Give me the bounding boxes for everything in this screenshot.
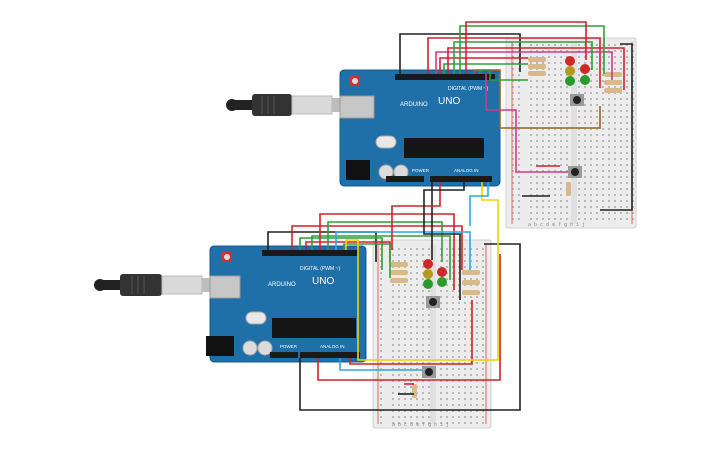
arduino-top-digital-label: DIGITAL (PWM ~) <box>448 86 488 92</box>
arduino-top-brand: ARDUINO <box>400 102 428 108</box>
wires-interconnect <box>345 182 499 361</box>
arduino-top-power-label: POWER <box>412 168 430 173</box>
usb-cable-bottom <box>94 274 216 296</box>
breadboard-top-column-labels: a b c d e f g h i j <box>528 222 585 228</box>
arduino-top-model: UNO <box>438 96 460 107</box>
arduino-top-analog-label: ANALOG IN <box>454 168 479 173</box>
led-icon <box>423 259 447 289</box>
breadboard-bottom-column-labels: a b c d e f g h i j <box>392 422 449 428</box>
top-components <box>528 56 622 196</box>
led-icon <box>565 56 590 86</box>
pushbutton-icon <box>568 94 584 178</box>
arduino-bottom-brand: ARDUINO <box>268 282 296 288</box>
arduino-bottom-model: UNO <box>312 276 334 287</box>
bottom-components <box>390 259 480 398</box>
arduino-bottom-analog-label: ANALOG IN <box>320 344 345 349</box>
arduino-board-bottom: ARDUINO UNO DIGITAL (PWM ~) POWER ANALOG… <box>206 245 367 363</box>
arduino-bottom-power-label: POWER <box>280 344 298 349</box>
resistor-icon <box>528 57 622 196</box>
wires-top <box>399 21 633 211</box>
usb-cable-top <box>226 94 346 116</box>
arduino-board-top: ARDUINO UNO DIGITAL (PWM ~) POWER ANALOG… <box>339 69 501 187</box>
arduino-bottom-digital-label: DIGITAL (PWM ~) <box>300 266 340 272</box>
wires-bottom <box>267 213 521 411</box>
pushbutton-icon <box>422 296 440 378</box>
